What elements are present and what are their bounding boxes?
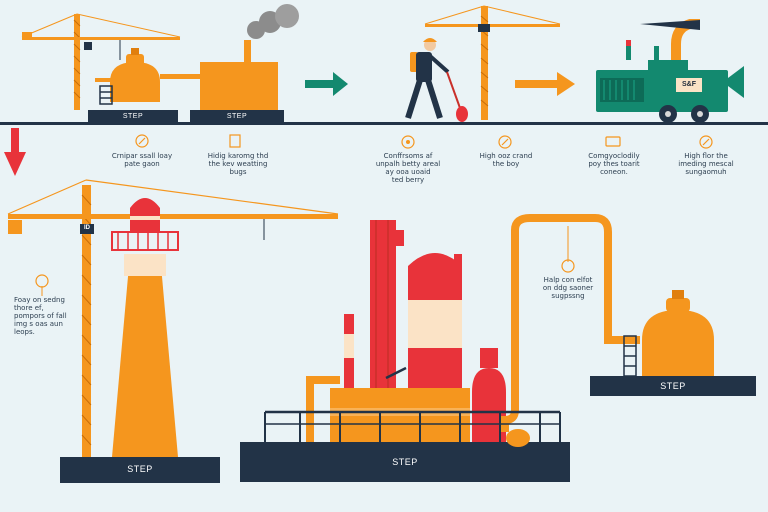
caption-8: Halp con elfot on ddg saoner sugpssng: [542, 276, 594, 300]
caption-3: Conffrsoms af unpalh betty areal ay ooa …: [375, 152, 441, 184]
caption-7: Foay on sedng thore ef, pompors of fall …: [14, 296, 67, 336]
storage-silo: [200, 4, 299, 110]
step-label-1: STEP: [122, 113, 144, 120]
tower-crane-2: [424, 5, 561, 120]
caption-5: Comgyoclodily poy thes toarit coneon.: [588, 152, 640, 176]
top-baseline: [0, 122, 768, 125]
gear-icon: [401, 135, 415, 149]
caption-1: Crnipar ssall loay pate gaon: [111, 152, 173, 168]
leaf-icon: [498, 135, 512, 149]
refinery-complex: [240, 214, 612, 482]
tall-tower: [111, 198, 179, 457]
step-base-1: [88, 110, 178, 124]
monitor-icon: [605, 136, 621, 147]
tower-crane-3: [7, 179, 339, 457]
caption-2: Hidig karomg thd the kev weatting bugs: [207, 152, 269, 176]
caption-6: High flor the imeding mescal sungaomuh: [678, 152, 734, 176]
arrow-right-teal: [305, 72, 348, 96]
arrow-down-red: [4, 128, 26, 176]
step-label-3: STEP: [127, 464, 153, 474]
bell-icon: [561, 259, 575, 273]
step-label-5: STEP: [660, 381, 686, 391]
wrench-icon: [699, 135, 713, 149]
boiler-tank: [95, 48, 200, 105]
caption-4: High ooz crand the boy: [479, 152, 533, 168]
step-base-2: [190, 110, 284, 124]
leaf-icon: [135, 134, 149, 148]
crane-badge: ID: [84, 225, 90, 231]
step-base-3: [60, 457, 220, 483]
truck-badge: S&F: [682, 81, 696, 88]
tower-crane-1: [21, 13, 181, 110]
step-label-4: STEP: [392, 457, 418, 467]
truck: [596, 19, 744, 123]
arrow-right-orange: [515, 72, 575, 96]
worker-figure: [405, 38, 468, 122]
right-storage-tank: [590, 290, 756, 396]
step-label-2: STEP: [226, 113, 248, 120]
shield-icon: [35, 274, 49, 288]
clipboard-icon: [229, 134, 241, 148]
